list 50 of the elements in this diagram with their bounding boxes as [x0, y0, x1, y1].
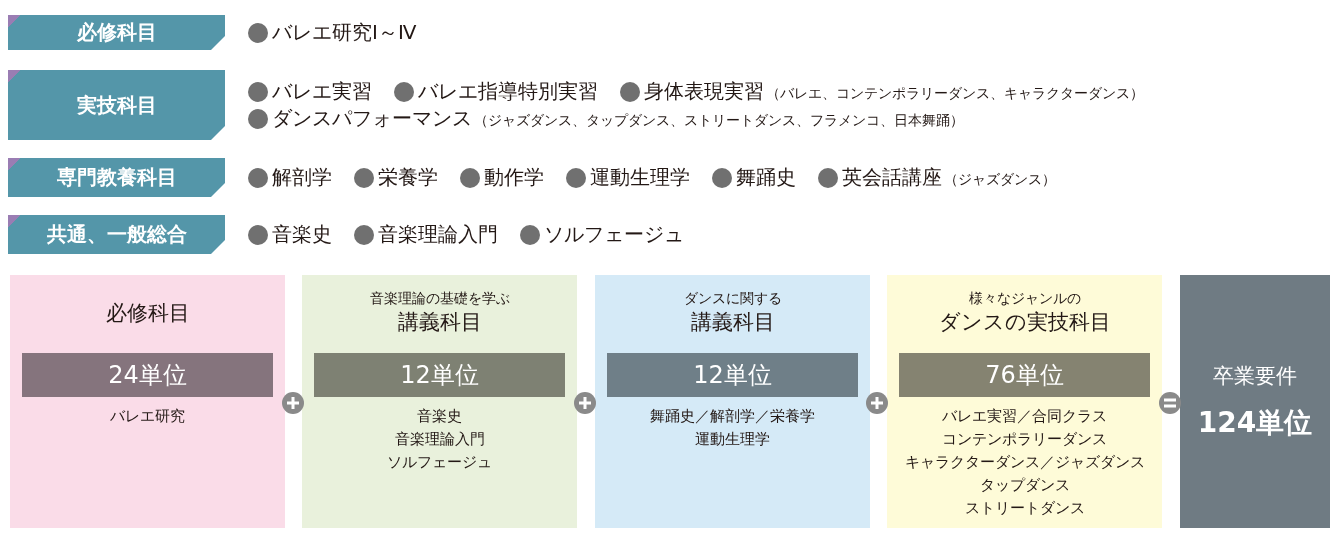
note-text: （ジャズダンス）: [944, 171, 1056, 189]
panel-heading: ダンスの実技科目: [938, 309, 1111, 336]
note-text: （バレエ、コンテンポラリーダンス、キャラクターダンス）: [766, 85, 1144, 103]
list-item: 音楽理論入門: [354, 221, 498, 248]
course-name: バレエ実習／合同クラス: [942, 406, 1107, 427]
category-tag: 実技科目: [8, 70, 225, 140]
note-text: （ジャズダンス、タップダンス、ストリートダンス、フラメンコ、日本舞踊）: [474, 112, 964, 130]
course-name: 運動生理学: [695, 429, 770, 450]
subject-panel: [10, 275, 285, 528]
panel-subheading: 様々なジャンルの: [968, 290, 1081, 308]
subject-panel: [302, 275, 577, 528]
list-item: ソルフェージュ: [520, 221, 684, 248]
credit-bar: 12単位: [314, 353, 565, 397]
panel-heading: 卒業要件: [1213, 362, 1297, 390]
course-name: バレエ研究: [110, 406, 185, 427]
list-item: バレエ実習: [248, 78, 372, 105]
category-tag: 専門教養科目: [8, 158, 225, 197]
panel-heading: 講義科目: [690, 309, 775, 336]
subject-panel: [887, 275, 1162, 528]
course-name: コンテンポラリーダンス: [942, 429, 1107, 450]
subject-panel: [595, 275, 870, 528]
panel-heading: 必修科目: [105, 300, 190, 327]
subject-panel: [1180, 275, 1330, 528]
list-item: 音楽史: [248, 221, 332, 248]
credit-bar: 12単位: [607, 353, 858, 397]
list-item: 解剖学: [248, 164, 332, 191]
list-item: 動作学: [460, 164, 544, 191]
list-item: 運動生理学: [566, 164, 690, 191]
list-item: 舞踊史: [712, 164, 796, 191]
list-item: ダンスパフォーマンス: [248, 105, 472, 132]
course-name: ストリートダンス: [964, 498, 1085, 519]
credit-bar: 24単位: [22, 353, 273, 397]
course-name: 舞踊史／解剖学／栄養学: [650, 406, 815, 427]
list-item: バレエ指導特別実習: [394, 78, 598, 105]
list-item: 身体表現実習: [620, 78, 764, 105]
course-name: ソルフェージュ: [387, 452, 492, 473]
panel-subheading: ダンスに関する: [683, 290, 782, 308]
list-item: バレエ研究Ⅰ～Ⅳ: [248, 19, 417, 46]
course-name: 音楽史: [417, 406, 462, 427]
category-tag: 必修科目: [8, 15, 225, 50]
panel-subheading: 音楽理論の基礎を学ぶ: [369, 290, 510, 308]
category-tag: 共通、一般総合: [8, 215, 225, 254]
panel-heading: 講義科目: [397, 309, 482, 336]
course-name: 音楽理論入門: [394, 429, 485, 450]
credit-bar: 76単位: [899, 353, 1150, 397]
course-name: キャラクターダンス／ジャズダンス: [904, 452, 1145, 473]
total-credits: 124単位: [1197, 404, 1313, 441]
list-item: 栄養学: [354, 164, 438, 191]
course-name: タップダンス: [979, 475, 1070, 496]
list-item: 英会話講座: [818, 164, 942, 191]
